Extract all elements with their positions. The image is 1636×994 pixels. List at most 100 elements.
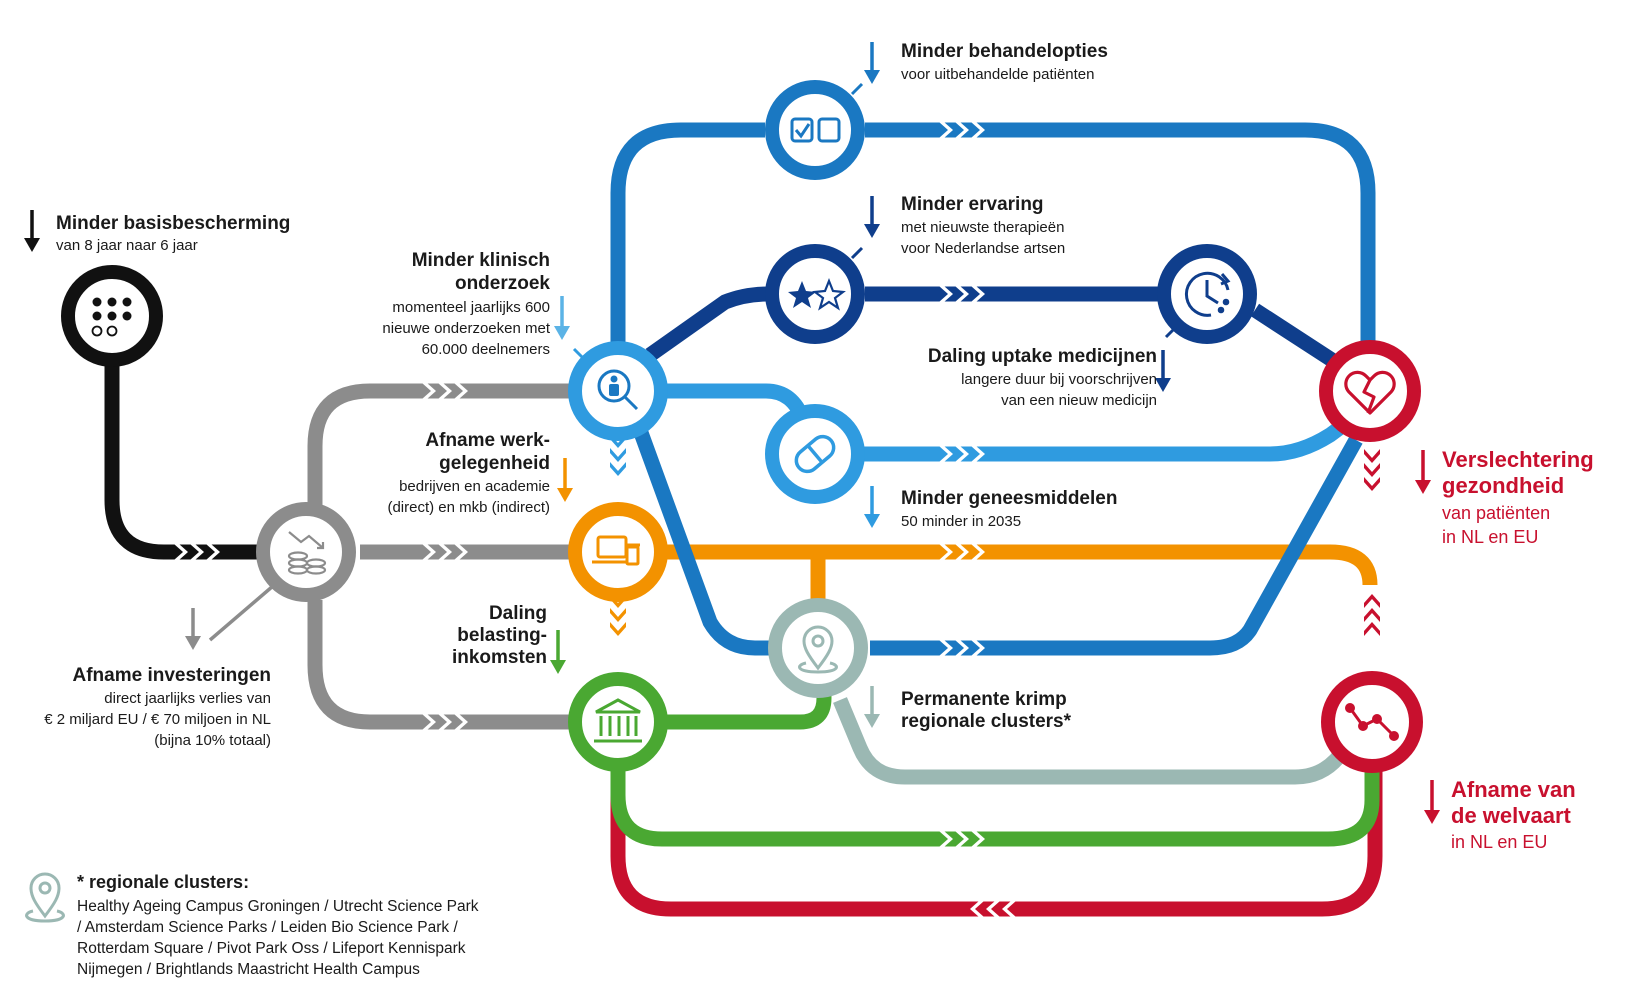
clock-icon — [1184, 271, 1231, 317]
dot-grid-icon — [91, 297, 132, 337]
label-gezondheid-sub-1: van patiënten — [1442, 503, 1550, 523]
flow-chevron — [610, 622, 626, 636]
flow-chevron — [610, 608, 626, 622]
label-klinisch-sub-1: momenteel jaarlijks 600 — [392, 299, 550, 316]
label-investeringen-sub-2: € 2 miljard EU / € 70 miljoen in NL — [44, 711, 271, 728]
station-basisbescherming — [61, 265, 163, 367]
label-klinisch-title-2: onderzoek — [455, 273, 550, 294]
stars-icon — [788, 278, 846, 311]
flow-chevron — [206, 544, 220, 560]
coins-decline-icon — [287, 531, 327, 575]
flow-chevron — [939, 122, 953, 138]
broken-heart-icon — [1344, 370, 1396, 415]
decline-graph-icon — [1345, 703, 1399, 741]
down-arrow-head — [864, 70, 880, 84]
label-belasting-title-2: belasting- — [457, 625, 547, 646]
station-klinisch-onderzoek — [568, 341, 668, 441]
flow-chevron — [955, 286, 969, 302]
flow-chevron — [1364, 594, 1380, 608]
label-basisbescherming-title: Minder basisbescherming — [56, 213, 290, 234]
flow-chevron — [955, 640, 969, 656]
flow-chevron — [986, 901, 1000, 917]
black-line — [104, 360, 272, 560]
flow-chevron — [610, 448, 626, 462]
flow-chevron — [955, 831, 969, 847]
checkbox-icon — [790, 117, 841, 143]
flow-chevron — [1364, 463, 1380, 477]
station-ervaring — [765, 244, 865, 344]
flow-chevron — [438, 383, 452, 399]
label-ervaring-title: Minder ervaring — [901, 194, 1044, 215]
down-arrow-head — [1415, 480, 1431, 494]
flow-chevron — [1364, 608, 1380, 622]
flow-chevron — [454, 714, 468, 730]
label-belasting-title-1: Daling — [489, 603, 547, 624]
person-search-icon — [597, 369, 639, 411]
station-belasting — [568, 672, 668, 772]
down-arrow-head — [864, 714, 880, 728]
location-pin-icon — [25, 872, 65, 923]
station-clusters — [768, 598, 868, 698]
sage-line — [833, 697, 1352, 785]
green-line-to-cluster — [665, 673, 832, 730]
label-ervaring-sub-2: voor Nederlandse artsen — [901, 240, 1065, 257]
label-klinisch-title-1: Minder klinisch — [412, 250, 550, 271]
legend-line-2: / Amsterdam Science Parks / Leiden Bio S… — [77, 919, 458, 936]
label-welvaart-title-2: de welvaart — [1451, 803, 1572, 828]
down-arrow-head — [557, 488, 573, 502]
label-werkgelegenheid-sub-2: (direct) en mkb (indirect) — [387, 499, 550, 516]
legend-line-3: Rotterdam Square / Pivot Park Oss / Life… — [77, 940, 466, 957]
flow-chevron — [971, 286, 985, 302]
down-arrow-head — [1155, 378, 1171, 392]
label-investeringen-sub-1: direct jaarlijks verlies van — [104, 690, 271, 707]
flow-chevron — [939, 446, 953, 462]
label-belasting-title-3: inkomsten — [452, 647, 547, 668]
legend-line-4: Nijmegen / Brightlands Maastricht Health… — [77, 961, 420, 978]
flow-chevron — [955, 122, 969, 138]
bank-building-icon — [594, 698, 642, 743]
station-gezondheid — [1319, 340, 1421, 442]
orange-line — [665, 544, 1378, 586]
label-behandelopties-sub: voor uitbehandelde patiënten — [901, 66, 1095, 83]
navy-line — [645, 286, 1340, 369]
label-geneesmiddelen-title: Minder geneesmiddelen — [901, 488, 1117, 509]
flow-chevron — [422, 383, 436, 399]
label-gezondheid-title-1: Verslechtering — [1442, 447, 1594, 472]
station-behandelopties — [765, 80, 865, 180]
label-welvaart-sub: in NL en EU — [1451, 832, 1547, 852]
legend-regionale-clusters: * regionale clusters: Healthy Ageing Cam… — [25, 872, 479, 978]
laptop-coffee-icon — [592, 535, 640, 566]
flow-chevron — [970, 901, 984, 917]
flow-chevron — [422, 544, 436, 560]
legend-title: * regionale clusters: — [77, 872, 249, 892]
flow-chevron — [438, 714, 452, 730]
flow-chevron — [1364, 622, 1380, 636]
label-gezondheid-sub-2: in NL en EU — [1442, 527, 1538, 547]
pill-icon — [794, 434, 836, 474]
label-behandelopties-title: Minder behandelopties — [901, 41, 1108, 62]
station-welvaart — [1321, 671, 1423, 773]
label-clusters-title-2: regionale clusters* — [901, 711, 1072, 732]
label-gezondheid-title-2: gezondheid — [1442, 473, 1564, 498]
green-line-bottom — [610, 722, 1380, 847]
location-pin-icon — [798, 625, 838, 674]
flow-chevron — [971, 544, 985, 560]
station-geneesmiddelen — [765, 404, 865, 504]
flow-chevron — [190, 544, 204, 560]
down-arrow-head — [550, 660, 566, 674]
flow-chevron — [955, 544, 969, 560]
label-werkgelegenheid-title-1: Afname werk- — [425, 430, 550, 451]
label-klinisch-sub-2: nieuwe onderzoeken met — [382, 320, 550, 337]
label-uptake-sub-1: langere duur bij voorschrijven — [961, 371, 1157, 388]
label-werkgelegenheid-title-2: gelegenheid — [439, 453, 550, 474]
flow-chevron — [939, 640, 953, 656]
flow-chevron — [454, 383, 468, 399]
label-uptake-sub-2: van een nieuw medicijn — [1001, 392, 1157, 409]
flow-chevron — [1364, 449, 1380, 463]
flow-chevrons — [174, 122, 1380, 917]
down-arrow-head — [24, 238, 40, 252]
station-werkgelegenheid — [568, 502, 668, 602]
red-line — [610, 710, 1383, 917]
flow-chevron — [955, 446, 969, 462]
